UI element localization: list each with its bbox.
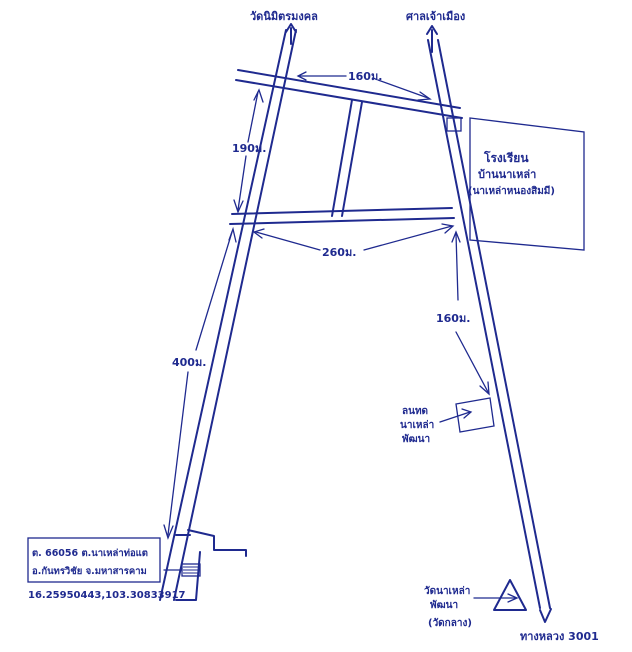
road-left-edge-b bbox=[173, 29, 297, 601]
dimension-middle-260: 260ม. bbox=[252, 223, 455, 259]
temple-bottom-line3: (วัดกลาง) bbox=[428, 617, 472, 629]
road-right-edge-b bbox=[437, 39, 551, 609]
school-label-line1: โรงเรียน bbox=[483, 150, 529, 165]
arrow-to-highway bbox=[539, 608, 552, 623]
site-info-line1: ต. 66056 ต.นาเหล่าท่อแต bbox=[32, 548, 148, 559]
site-info: ต. 66056 ต.นาเหล่าท่อแต อ.กันทรวิชัย จ.ม… bbox=[27, 537, 186, 601]
road-inner-edge-a bbox=[331, 99, 353, 217]
distance-label-left: 190ม. bbox=[232, 142, 266, 155]
arrow-to-temple-top bbox=[285, 23, 297, 45]
office-building: ลนทด นาเหล่า พัฒนา bbox=[400, 397, 495, 445]
school-label-line2: บ้านนาเหล่า bbox=[478, 168, 536, 181]
site-info-line2: อ.กันทรวิชัย จ.มหาสารคาม bbox=[32, 566, 147, 577]
temple-bottom: วัดนาเหล่า พัฒนา (วัดกลาง) bbox=[424, 579, 527, 629]
office-label-line3: พัฒนา bbox=[402, 433, 430, 445]
road-network bbox=[159, 29, 551, 609]
school-area: โรงเรียน บ้านนาเหล่า (นาเหล่าหนองสิมมี) bbox=[446, 117, 585, 251]
distance-label-right: 160ม. bbox=[436, 312, 470, 325]
road-left-edge-a bbox=[159, 29, 287, 601]
site-coordinates: 16.25950443,103.30833917 bbox=[28, 590, 186, 601]
dimension-left-190: 190ม. bbox=[232, 88, 266, 214]
school-marker-square bbox=[446, 117, 462, 132]
dimension-right-160: 160ม. bbox=[436, 230, 490, 396]
shrine-label: ศาลเจ้าเมือง bbox=[406, 10, 465, 23]
temple-bottom-line2: พัฒนา bbox=[430, 599, 458, 611]
arrow-to-shrine bbox=[426, 25, 438, 53]
road-right-edge-a bbox=[427, 39, 541, 609]
distance-label-top: 160ม. bbox=[348, 70, 382, 83]
temple-bottom-line1: วัดนาเหล่า bbox=[424, 585, 470, 597]
office-label-line1: ลนทด bbox=[402, 406, 428, 417]
highway-label: ทางหลวง 3001 bbox=[520, 630, 599, 643]
dimension-top-160: 160ม. bbox=[296, 70, 432, 101]
school-label-line3: (นาเหล่าหนองสิมมี) bbox=[468, 185, 555, 197]
distance-label-long: 400ม. bbox=[172, 356, 206, 369]
site-plot bbox=[163, 529, 247, 601]
temple-triangle-icon bbox=[493, 579, 527, 611]
dimension-long-400: 400ม. bbox=[163, 226, 237, 540]
distance-label-middle: 260ม. bbox=[322, 246, 356, 259]
temple-top-label: วัดนิมิตรมงคล bbox=[250, 10, 318, 23]
site-info-box bbox=[27, 537, 161, 583]
road-inner-edge-b bbox=[341, 101, 363, 217]
office-label-line2: นาเหล่า bbox=[400, 419, 434, 431]
road-middle-edge-b bbox=[229, 217, 455, 225]
